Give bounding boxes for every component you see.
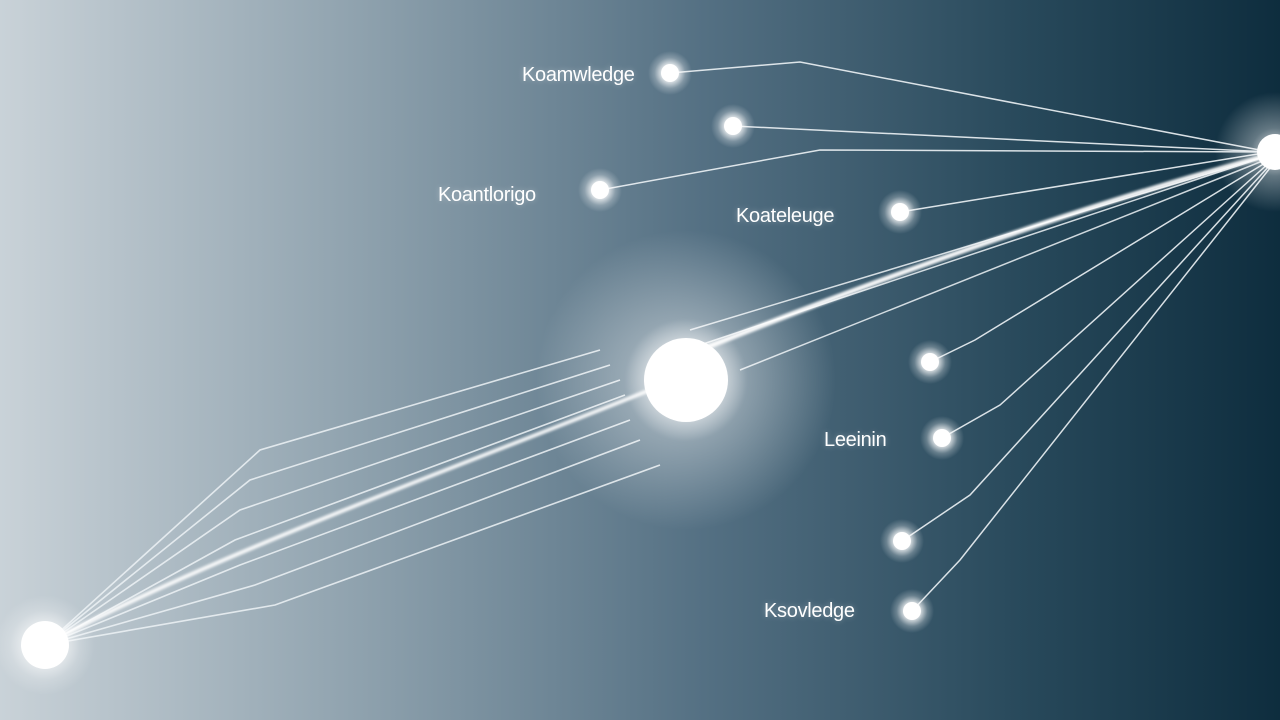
node-lines <box>599 61 1271 612</box>
left-fan-lines <box>44 349 661 646</box>
right-hub-node <box>1257 134 1280 170</box>
right-hub-glow <box>1215 92 1280 212</box>
node-label-4: Leeinin <box>824 429 887 451</box>
small-nodes <box>578 51 964 633</box>
node-label-1: Koamwledge <box>522 64 635 86</box>
node-label-5: Ksovledge <box>764 600 855 622</box>
node-label-2: Koantlorigo <box>438 184 536 206</box>
node-label-3: Koateleuge <box>736 205 835 227</box>
center-node <box>644 338 728 422</box>
left-node <box>21 621 69 669</box>
